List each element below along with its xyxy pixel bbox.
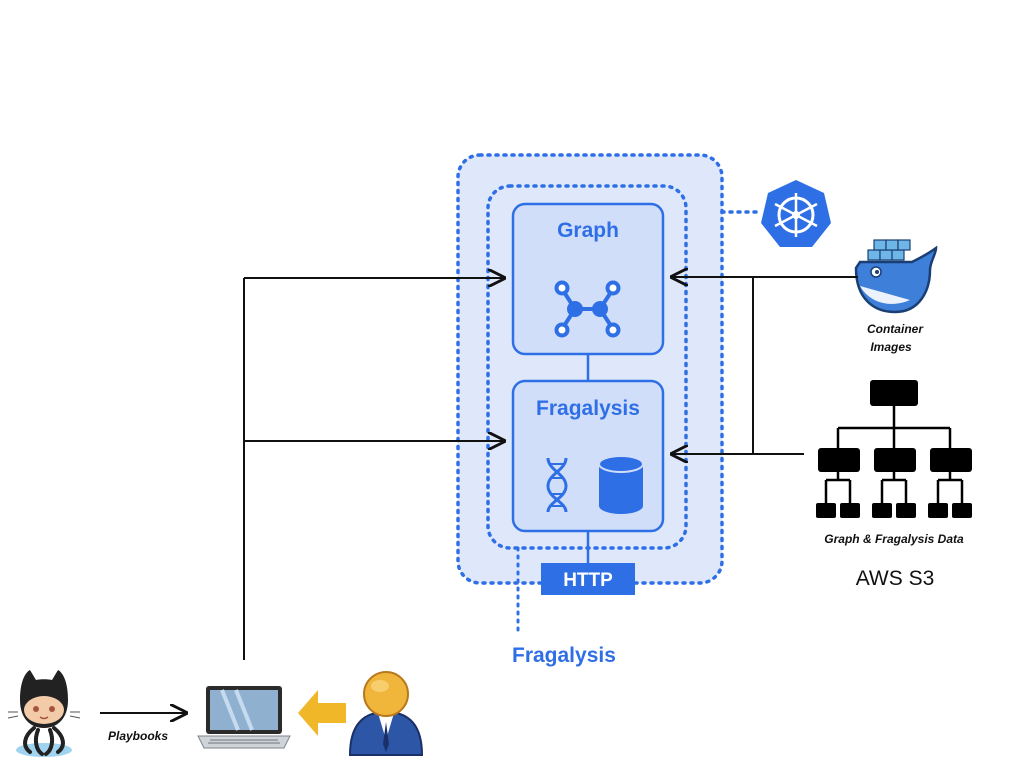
database-cylinder-icon (598, 455, 644, 514)
http-label: HTTP (563, 570, 613, 591)
graph-network-icon (554, 280, 621, 338)
dna-icon (546, 457, 568, 513)
hierarchy-nodes (816, 380, 972, 518)
playbooks-label: Playbooks (108, 729, 168, 743)
container-images-label-line2: Images (870, 340, 912, 354)
fragalysis-cluster-label: Fragalysis (512, 644, 616, 667)
data-caption: Graph & Fragalysis Data (824, 532, 964, 546)
right-arrows (672, 277, 858, 454)
http-endpoint-box (541, 563, 635, 595)
laptop-icon (197, 686, 291, 749)
user-avatar-icon (348, 671, 424, 756)
graph-title: Graph (557, 219, 619, 242)
fragalysis-title: Fragalysis (536, 397, 640, 420)
aws-s3-label: AWS S3 (856, 567, 935, 590)
user-to-laptop-arrow (298, 690, 346, 736)
graph-node-box (511, 202, 665, 356)
left-arrows (243, 278, 504, 660)
container-images-label-line1: Container (867, 322, 924, 336)
github-octocat-icon (7, 670, 81, 757)
kubernetes-icon (761, 180, 831, 247)
docker-whale-icon (854, 239, 938, 314)
